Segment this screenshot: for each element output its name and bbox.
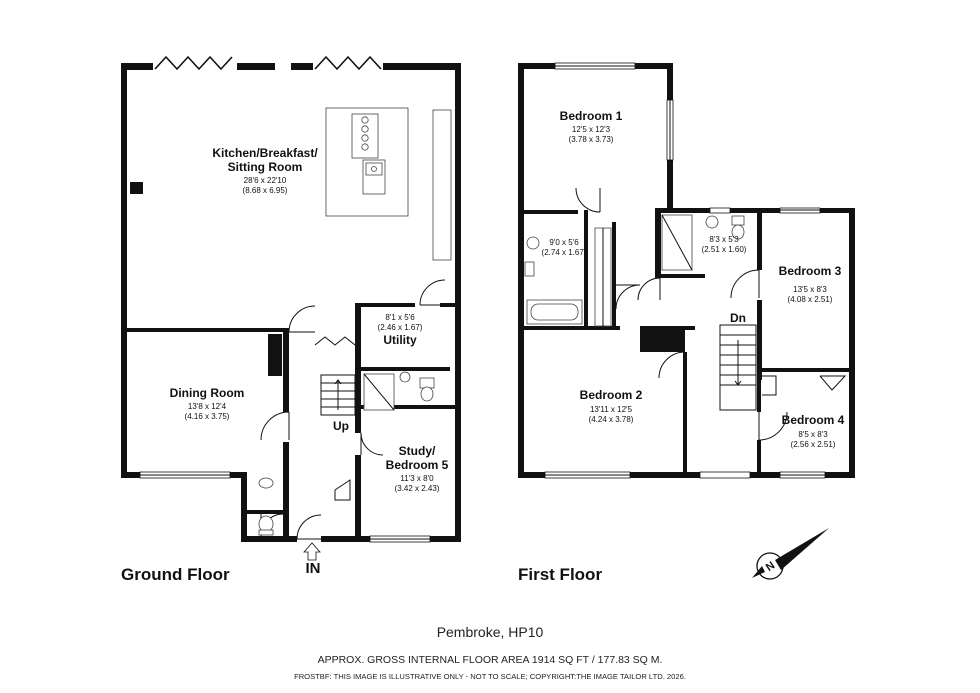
kitchen-name-2: Sitting Room: [228, 160, 303, 174]
kitchen-imperial: 28'6 x 22'10: [244, 176, 287, 185]
entrance-label: IN: [306, 560, 321, 577]
kitchen-name-1: Kitchen/Breakfast/: [212, 146, 318, 160]
dining-imperial: 13'8 x 12'4: [188, 402, 227, 411]
utility-name: Utility: [383, 333, 417, 347]
bedroom3-name: Bedroom 3: [779, 264, 842, 278]
dining-name: Dining Room: [170, 386, 245, 400]
first-floor-title: First Floor: [518, 565, 602, 584]
bedroom3-metric: (4.08 x 2.51): [788, 295, 833, 304]
study-metric: (3.42 x 2.43): [395, 484, 440, 493]
utility-metric: (2.46 x 1.67): [378, 323, 423, 332]
kitchen-metric: (8.68 x 6.95): [243, 186, 288, 195]
stairs-down-label: Dn: [730, 311, 746, 325]
floor-area-summary: APPROX. GROSS INTERNAL FLOOR AREA 1914 S…: [318, 654, 663, 666]
disclaimer: FROSTBF: THIS IMAGE IS ILLUSTRATIVE ONLY…: [294, 672, 686, 681]
bedroom4-metric: (2.56 x 2.51): [791, 440, 836, 449]
bedroom1-name: Bedroom 1: [560, 109, 623, 123]
bedroom4-imperial: 8'5 x 8'3: [798, 430, 828, 439]
bedroom2-imperial: 13'11 x 12'5: [590, 405, 633, 414]
bedroom2-name: Bedroom 2: [580, 388, 643, 402]
bedroom4-name: Bedroom 4: [782, 413, 845, 427]
ensuite-imperial: 9'0 x 5'6: [549, 238, 579, 247]
study-name-2: Bedroom 5: [386, 458, 449, 472]
bedroom1-metric: (3.78 x 3.73): [569, 135, 614, 144]
north-arrow-icon: [752, 528, 829, 580]
ground-floor-plan: [121, 55, 461, 561]
compass-letter: N: [764, 560, 777, 574]
ground-floor-title: Ground Floor: [121, 565, 230, 584]
bedroom3-imperial: 13'5 x 8'3: [793, 285, 827, 294]
bathroom-metric: (2.51 x 1.60): [702, 245, 747, 254]
utility-imperial: 8'1 x 5'6: [385, 313, 415, 322]
property-address: Pembroke, HP10: [437, 624, 544, 640]
dining-metric: (4.16 x 3.75): [185, 412, 230, 421]
bedroom1-imperial: 12'5 x 12'3: [572, 125, 611, 134]
bedroom2-metric: (4.24 x 3.78): [589, 415, 634, 424]
stairs-up-label: Up: [333, 419, 349, 433]
study-imperial: 11'3 x 8'0: [400, 474, 434, 483]
study-name-1: Study/: [399, 444, 436, 458]
ensuite-metric: (2.74 x 1.67): [542, 248, 587, 257]
bathroom-imperial: 8'3 x 5'3: [709, 235, 739, 244]
first-floor-plan: [518, 62, 855, 479]
